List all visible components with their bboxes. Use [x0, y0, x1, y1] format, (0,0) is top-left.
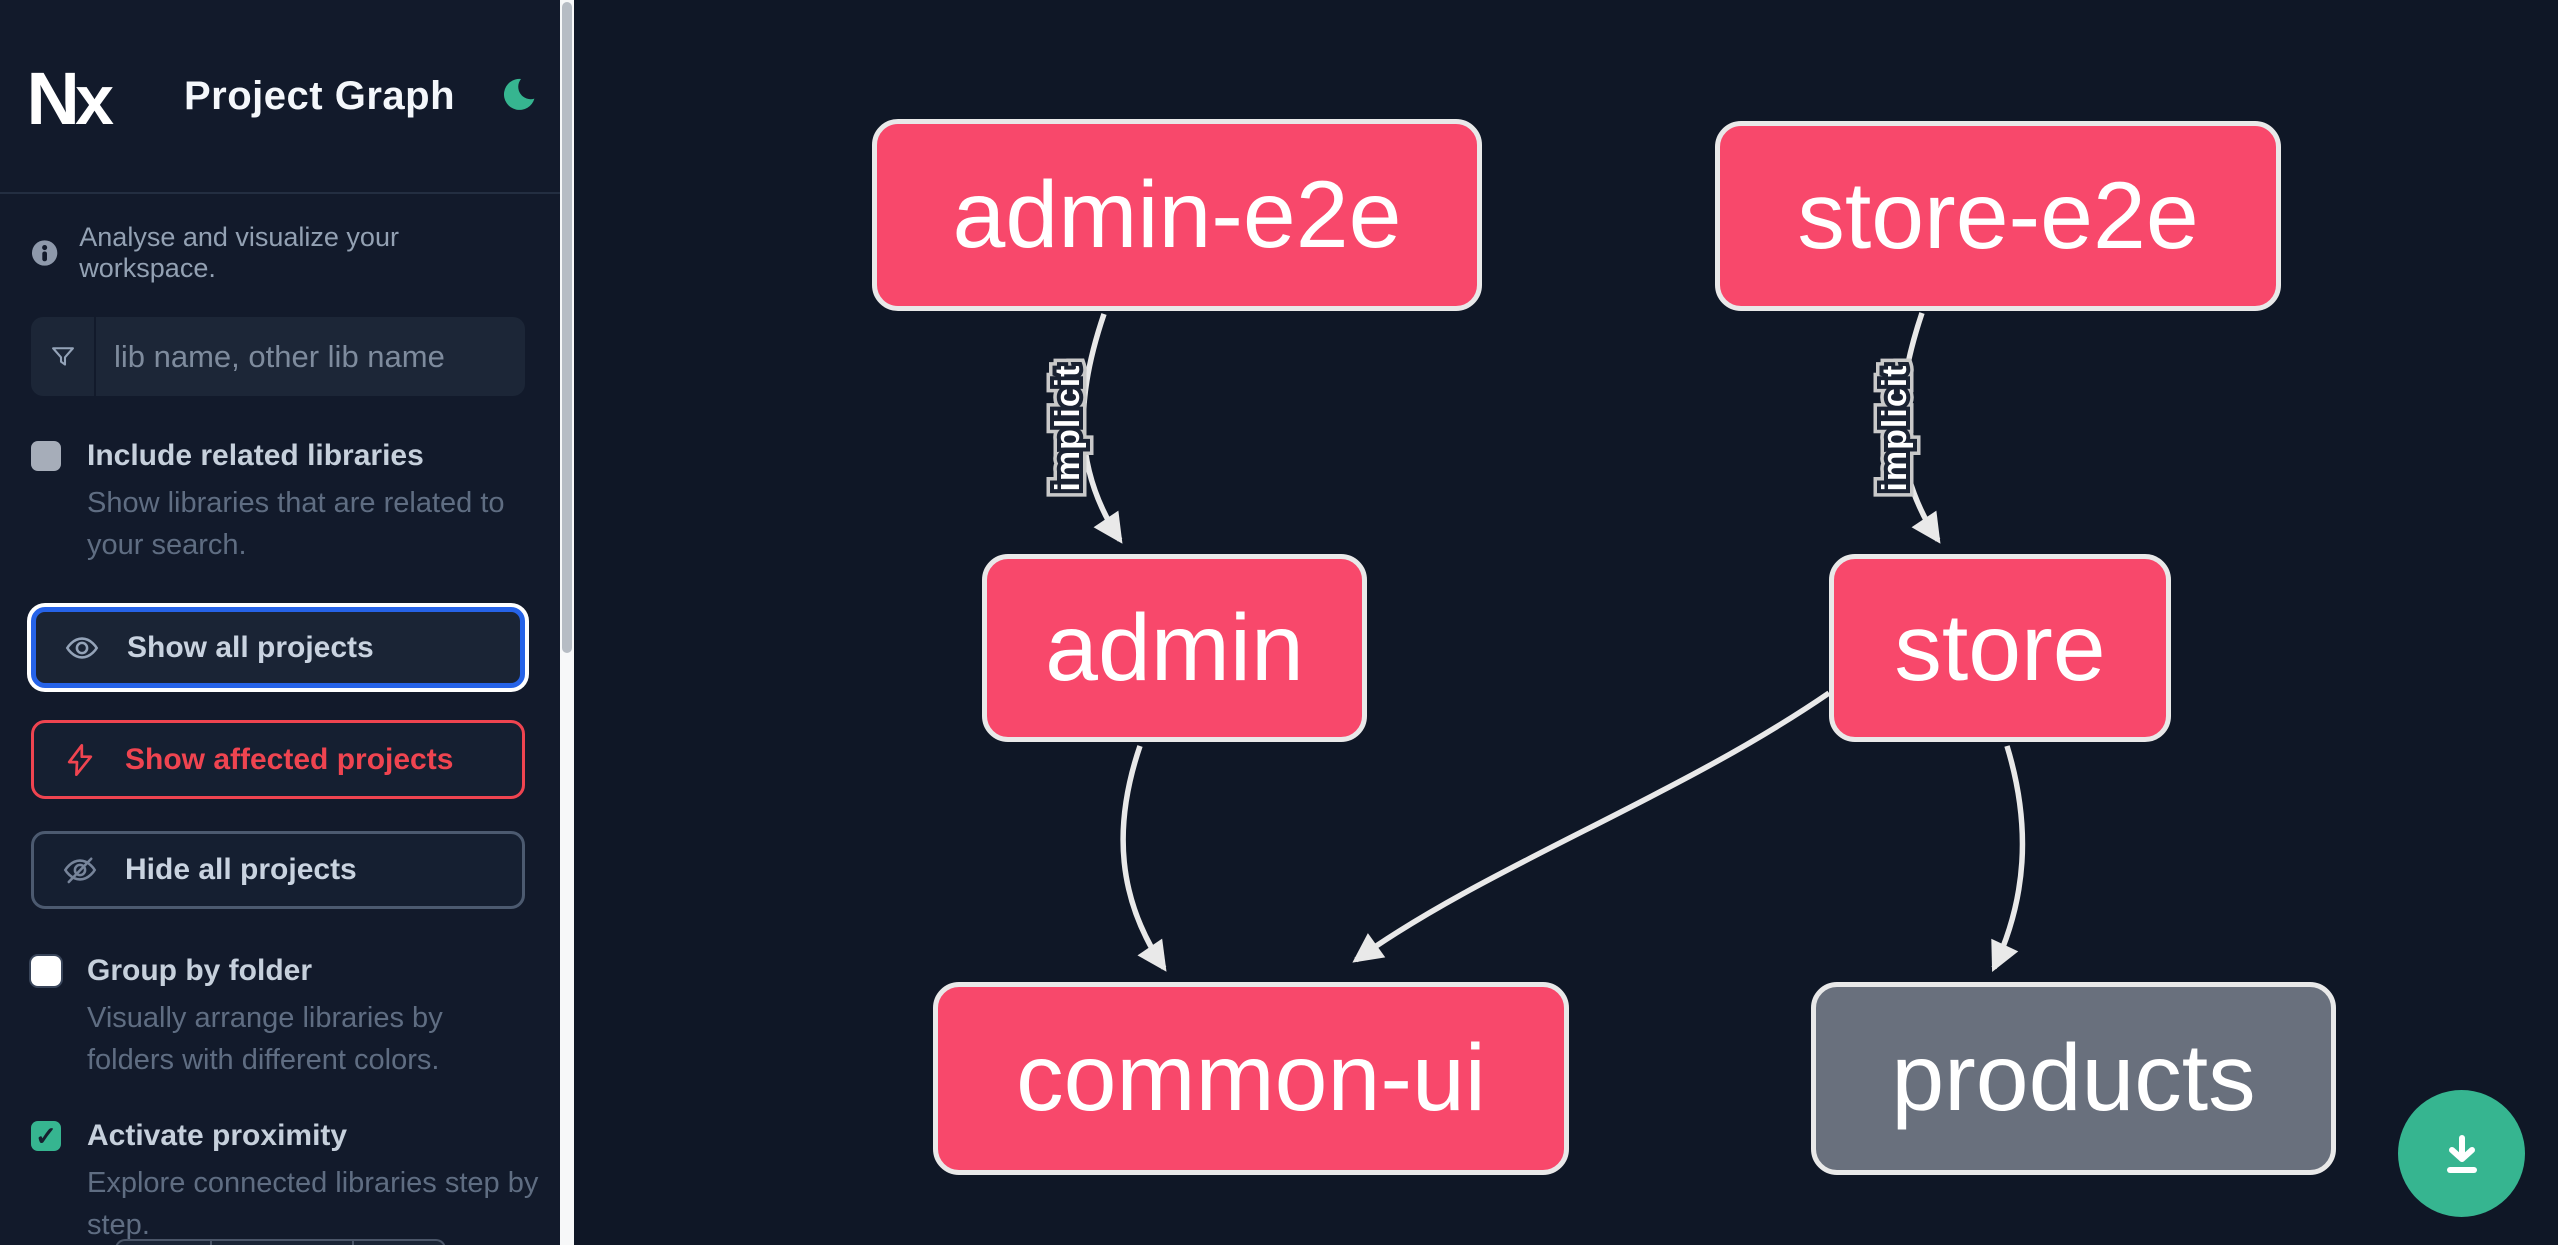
download-icon	[2446, 1134, 2477, 1173]
hide-all-projects-label: Hide all projects	[125, 853, 357, 886]
activate-proximity-label: Activate proximity	[87, 1119, 348, 1152]
group-by-folder-checkbox[interactable]	[31, 956, 61, 986]
svg-text:implicit: implicit	[1049, 364, 1087, 491]
edge-label-implicit: implicit implicit	[1869, 357, 1922, 499]
download-graph-button[interactable]	[2398, 1090, 2525, 1217]
project-node-store-e2e[interactable]: store-e2e	[1715, 121, 2281, 311]
show-all-projects-button[interactable]: Show all projects	[31, 607, 525, 688]
workspace-tagline-row: Analyse and visualize your workspace.	[31, 222, 531, 284]
project-node-common-ui[interactable]: common-ui	[933, 982, 1569, 1175]
edge-label-implicit: implicit implicit	[1042, 357, 1095, 499]
group-by-folder-label: Group by folder	[87, 954, 312, 987]
filter-icon	[31, 317, 96, 396]
svg-text:implicit: implicit	[1876, 364, 1914, 491]
project-node-store[interactable]: store	[1829, 554, 2171, 742]
show-affected-projects-button[interactable]: Show affected projects	[31, 720, 525, 799]
graph-edges-layer: implicit implicit implicit implicit	[1042, 312, 2026, 973]
include-related-checkbox[interactable]	[31, 441, 61, 471]
nx-logo: N x	[30, 62, 114, 130]
info-icon	[31, 240, 58, 266]
search-box	[31, 317, 525, 396]
project-node-products[interactable]: products	[1811, 982, 2336, 1175]
segment-button[interactable]	[117, 1241, 212, 1245]
page-title: Project Graph	[184, 73, 456, 118]
segment-button[interactable]	[354, 1241, 444, 1245]
hide-all-projects-button[interactable]: Hide all projects	[31, 831, 525, 909]
project-node-admin-e2e[interactable]: admin-e2e	[872, 119, 1482, 311]
include-related-desc: Show libraries that are related to your …	[87, 487, 505, 561]
option-activate-proximity: ✓ Activate proximity Explore connected l…	[31, 1119, 557, 1245]
edge-store-common-ui	[1352, 690, 1831, 963]
include-related-label: Include related libraries	[87, 439, 424, 472]
svg-text:N: N	[30, 62, 80, 130]
activate-proximity-desc: Explore connected libraries step by step…	[87, 1167, 539, 1241]
check-icon: ✓	[35, 1120, 57, 1151]
project-node-admin[interactable]: admin	[982, 554, 1367, 742]
sidebar-scrollbar-thumb[interactable]	[562, 2, 572, 653]
edge-store-e2e-store	[1898, 312, 1941, 544]
option-include-related: Include related libraries Show libraries…	[31, 439, 532, 566]
sidebar-scrollbar-track	[560, 0, 574, 1245]
option-group-by-folder: Group by folder Visually arrange librari…	[31, 954, 522, 1081]
group-by-folder-desc: Visually arrange libraries by folders wi…	[87, 1002, 443, 1076]
search-input[interactable]	[96, 317, 525, 396]
project-graph-canvas[interactable]: implicit implicit implicit implicit admi…	[574, 0, 2558, 1245]
dark-mode-moon-icon[interactable]	[497, 76, 537, 116]
show-all-projects-label: Show all projects	[127, 630, 374, 664]
svg-text:x: x	[75, 62, 114, 130]
eye-icon	[65, 636, 99, 659]
segment-button[interactable]	[212, 1241, 354, 1245]
workspace-tagline: Analyse and visualize your workspace.	[79, 222, 399, 283]
edge-admin-e2e-admin	[1080, 313, 1123, 544]
svg-text:implicit: implicit	[1876, 364, 1914, 491]
activate-proximity-checkbox[interactable]: ✓	[31, 1121, 61, 1151]
sidebar-header: N x Project Graph	[0, 0, 560, 194]
proximity-depth-segmented-control[interactable]	[115, 1239, 446, 1245]
edge-store-products	[1991, 745, 2026, 973]
svg-text:implicit: implicit	[1049, 364, 1087, 491]
edge-admin-common-ui	[1120, 745, 1167, 972]
show-affected-projects-label: Show affected projects	[125, 742, 454, 776]
eye-off-icon	[63, 857, 97, 884]
sidebar: N x Project Graph Analyse and visualize …	[0, 0, 560, 1245]
lightning-bolt-icon	[67, 743, 93, 776]
